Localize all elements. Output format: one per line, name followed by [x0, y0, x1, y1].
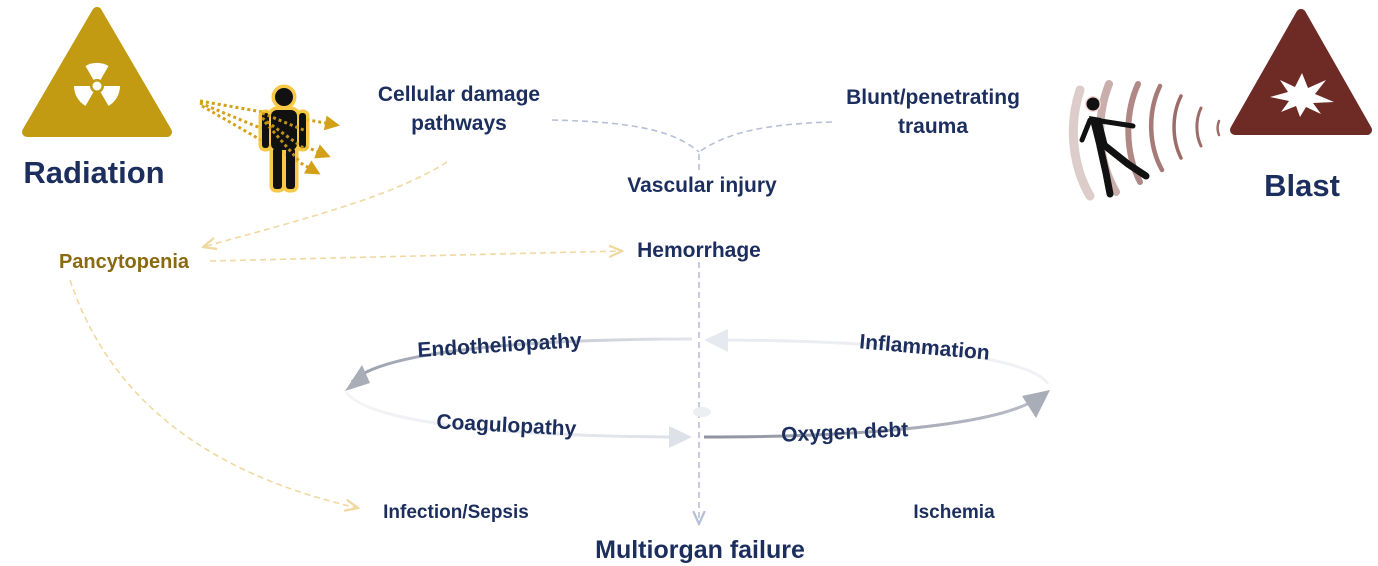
radiation-warning-triangle-icon [22, 7, 172, 137]
ischemia-label: Ischemia [913, 502, 995, 523]
hemorrhage-label: Hemorrhage [637, 239, 761, 262]
cycle-arrowhead-left [345, 365, 370, 391]
radiation-label: Radiation [23, 155, 164, 190]
cellular-damage-label-line2: pathways [411, 112, 507, 135]
multiorgan-failure-label: Multiorgan failure [595, 536, 805, 564]
cellular-damage-label-line1: Cellular damage [378, 83, 540, 106]
blast-label: Blast [1264, 168, 1340, 203]
coagulopathy-label: Coagulopathy [436, 410, 577, 440]
cycle-arc-endotheliopathy [350, 337, 693, 384]
cellular-to-vascular-connector [551, 119, 700, 153]
pancytopenia-to-hemorrhage-connector [209, 251, 622, 262]
cycle-arrowhead-bottom [669, 426, 692, 448]
blunt-trauma-label-line2: trauma [898, 115, 968, 138]
trauma-to-vascular-connector [698, 121, 833, 153]
cycle-center-marker [693, 407, 711, 417]
cycle-arrowhead-right [1022, 390, 1050, 418]
cycle-arc-oxygen-debt [703, 398, 1036, 439]
cycle-arc-coagulopathy [344, 391, 673, 439]
pathway-connectors [69, 119, 833, 524]
vicious-cycle [344, 329, 1050, 448]
inflammation-label: Inflammation [858, 330, 990, 364]
blunt-trauma-label-line1: Blunt/penetrating [846, 86, 1020, 109]
vascular-injury-label: Vascular injury [627, 174, 777, 197]
cycle-arc-inflammation [711, 338, 1050, 385]
person-irradiated-icon [258, 84, 310, 193]
cellular-to-pancytopenia-connector [203, 161, 448, 247]
infection-sepsis-label: Infection/Sepsis [383, 502, 529, 523]
cycle-arrowhead-top [704, 329, 728, 352]
person-blown-by-blast-icon [1079, 96, 1150, 198]
explosion-warning-triangle-icon [1230, 9, 1372, 135]
oxygen-debt-label: Oxygen debt [781, 418, 909, 447]
pancytopenia-to-infection-connector [69, 279, 358, 508]
pancytopenia-label: Pancytopenia [59, 251, 190, 273]
endotheliopathy-label: Endotheliopathy [417, 329, 583, 362]
